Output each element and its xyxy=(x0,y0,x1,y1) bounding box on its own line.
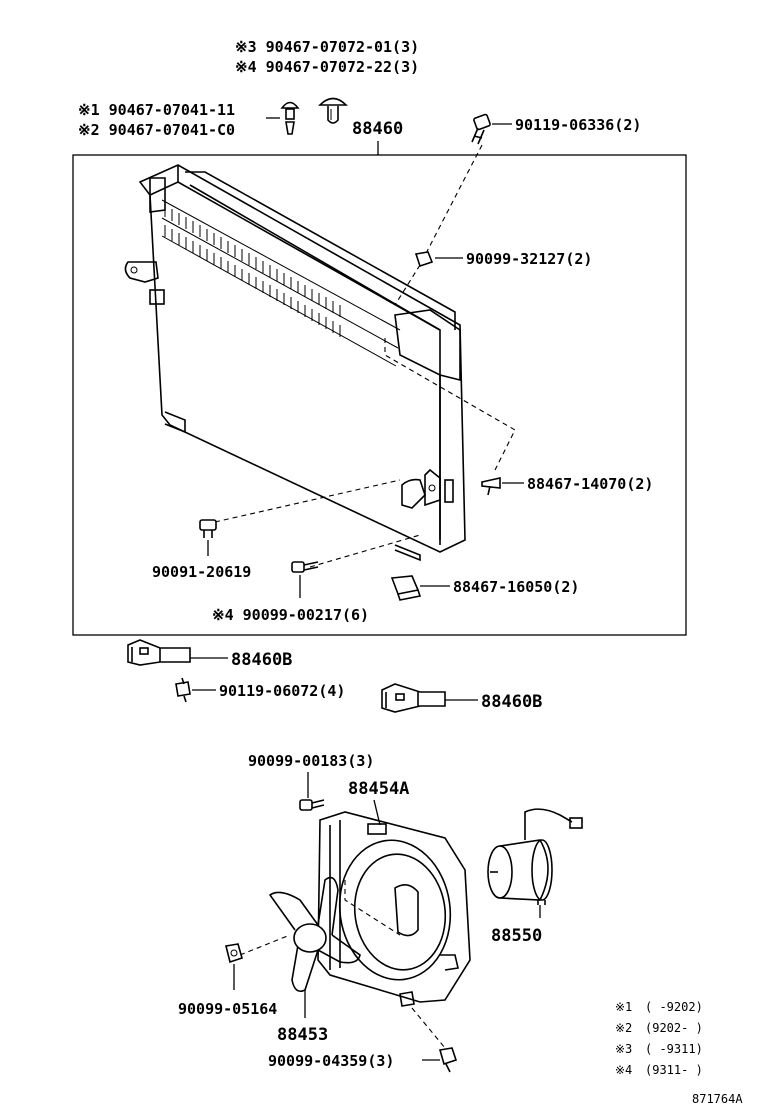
cushion-label: 88467-16050(2) xyxy=(453,578,579,596)
fan-motor-icon xyxy=(487,808,583,905)
footnote-range: ( -9311) xyxy=(645,1042,703,1056)
screw-left-label: 90091-20619 xyxy=(152,563,251,581)
nut-icon xyxy=(225,943,243,964)
condenser-frame xyxy=(72,154,687,636)
clip-note-3: ※3 90467-07072-01(3) xyxy=(235,38,419,56)
push-clip-icon xyxy=(318,97,348,124)
bolt-icon xyxy=(299,799,325,811)
footnote-mark: ※3 xyxy=(615,1042,632,1056)
bolt-bracket-label: 90119-06072(4) xyxy=(219,682,345,700)
footnote-range: (9202- ) xyxy=(645,1021,703,1035)
fan-icon xyxy=(268,876,361,993)
bolt-top-label: 90119-06336(2) xyxy=(515,116,641,134)
bolt-icon xyxy=(175,677,191,703)
footnote-mark: ※2 xyxy=(615,1021,632,1035)
nut-label: 90099-32127(2) xyxy=(466,250,592,268)
screw-icon xyxy=(438,1047,458,1073)
nut-icon xyxy=(414,251,434,268)
fan-label: 88453 xyxy=(277,1025,328,1045)
motor-label: 88550 xyxy=(491,926,542,946)
shroud-label: 88454A xyxy=(348,779,409,799)
footnotes: ※1 ( -9202) ※2 (9202- ) ※3 ( -9311) ※4 (… xyxy=(615,1000,703,1077)
footnote-mark: ※4 xyxy=(615,1063,632,1077)
bracket-left-label: 88460B xyxy=(231,650,292,670)
rivet-note-2: ※2 90467-07041-C0 xyxy=(78,121,235,139)
bracket-icon xyxy=(381,683,446,713)
rivet-icon xyxy=(280,101,300,135)
clip-note-4: ※4 90467-07072-22(3) xyxy=(235,58,419,76)
cushion-icon xyxy=(390,575,422,601)
fan-shroud-icon xyxy=(317,811,471,1007)
footnote-range: (9311- ) xyxy=(645,1063,703,1077)
footnote-range: ( -9202) xyxy=(645,1000,703,1014)
screw-icon xyxy=(291,561,319,573)
screw-icon xyxy=(199,519,217,538)
bolt-shroud-label: 90099-00183(3) xyxy=(248,752,374,770)
bolt-icon xyxy=(471,113,491,145)
pin-icon xyxy=(481,477,501,496)
nut-fan-label: 90099-05164 xyxy=(178,1000,277,1018)
condenser-label: 88460 xyxy=(352,119,403,139)
bracket-icon xyxy=(127,639,191,666)
pin-label: 88467-14070(2) xyxy=(527,475,653,493)
rivet-note-1: ※1 90467-07041-11 xyxy=(78,101,235,119)
condenser-icon xyxy=(124,164,466,562)
figure-code: 871764A xyxy=(692,1092,743,1106)
bracket-right-label: 88460B xyxy=(481,692,542,712)
footnote-mark: ※1 xyxy=(615,1000,632,1014)
screw-shroud-label: 90099-04359(3) xyxy=(268,1052,394,1070)
screw-bottom-label: ※4 90099-00217(6) xyxy=(212,606,369,624)
